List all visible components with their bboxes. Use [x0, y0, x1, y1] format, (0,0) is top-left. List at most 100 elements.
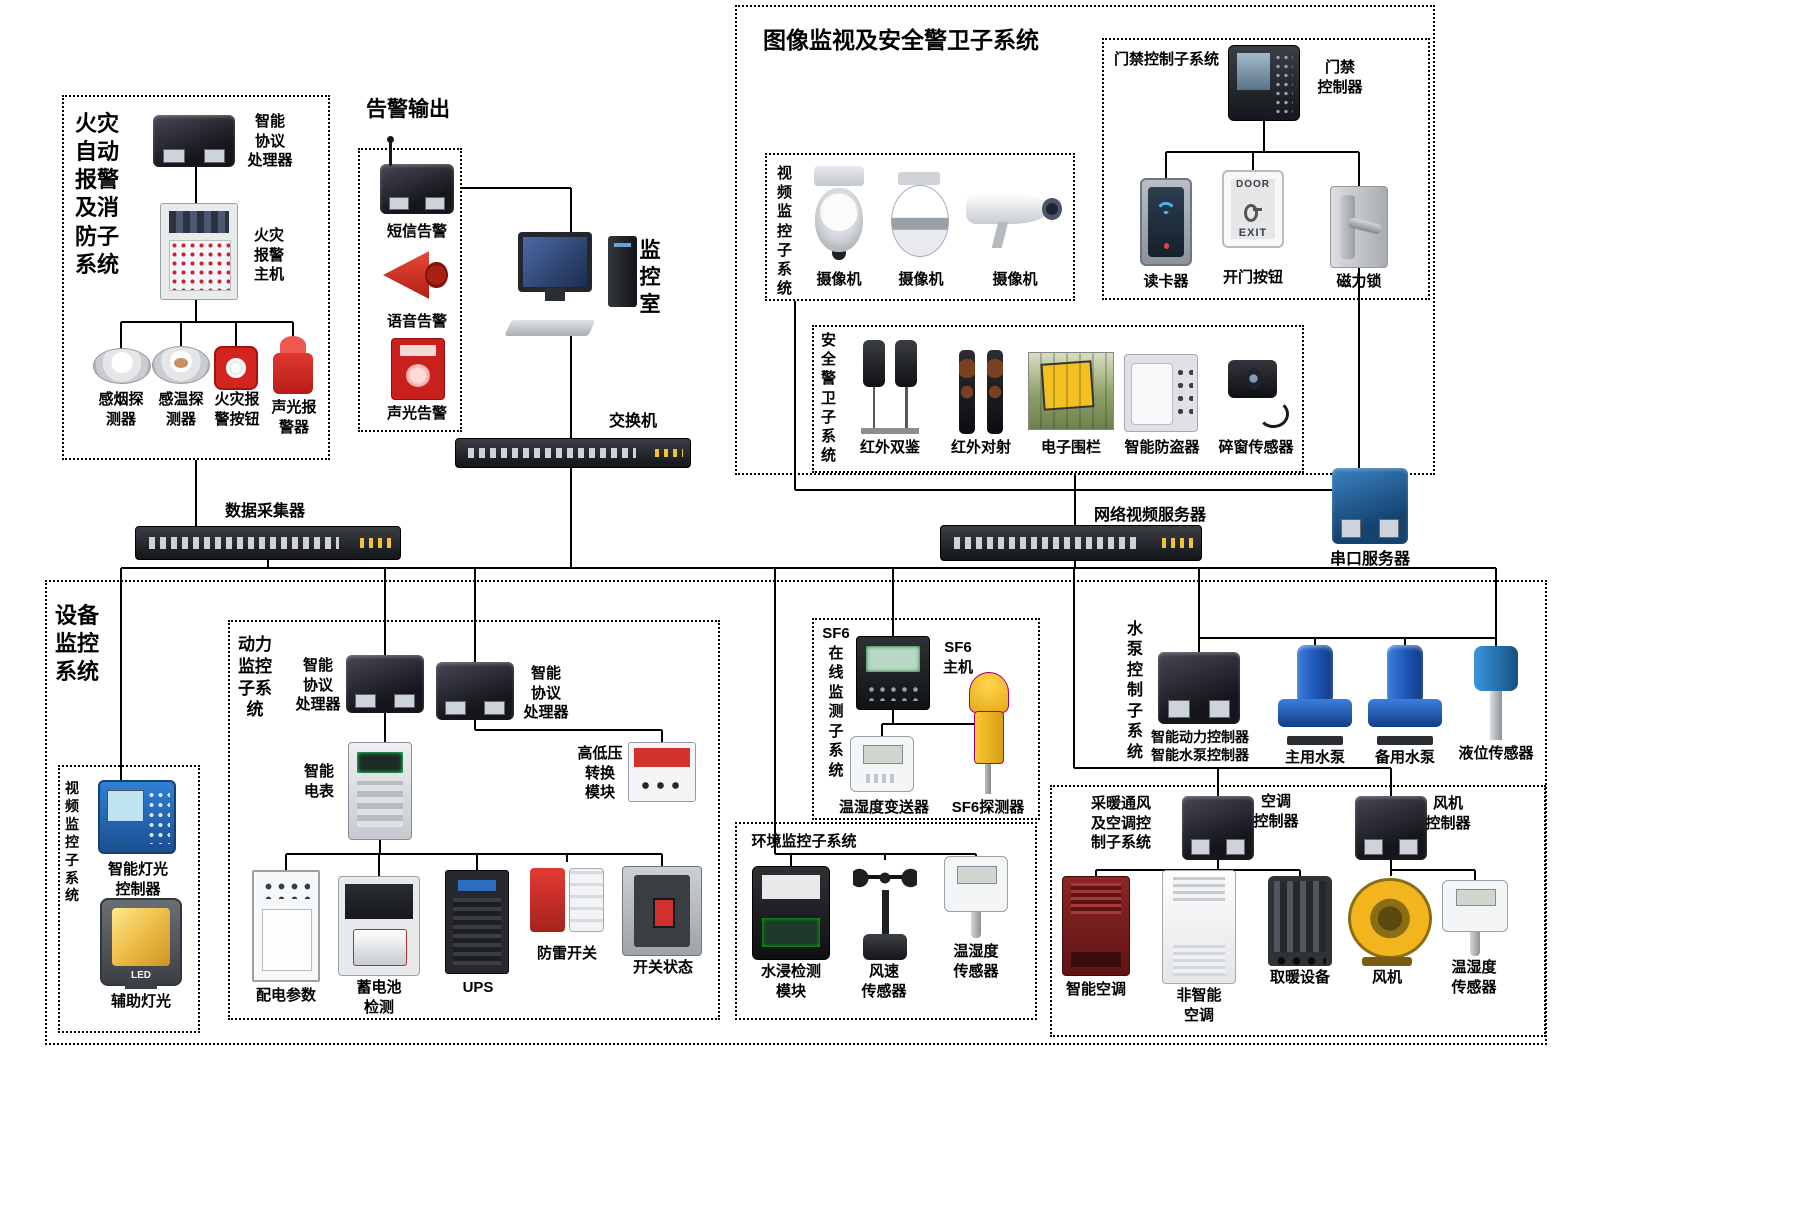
security-guard-box: [812, 325, 1304, 473]
heat-detector-label: 感温探 测器: [158, 391, 204, 428]
sms-alarm-device: [380, 136, 454, 214]
level-sensor-label: 液位传感器: [1458, 745, 1534, 762]
env-subsystem-title: 环境监控子系统: [751, 833, 857, 850]
hvac-subsystem-title: 采暖通风 及空调控 制子系统: [1090, 795, 1151, 851]
detector-base: [861, 428, 919, 434]
main-pump-label: 主用水泵: [1284, 749, 1345, 766]
switch-device: [455, 438, 691, 468]
power-protocol-processor1-label: 智能 协议 处理器: [295, 657, 341, 713]
fire-alarm-host-label: 火灾 报警 主机: [253, 227, 284, 283]
pump-base: [1286, 736, 1344, 745]
hv-lv-module-label: 高低压 转换 模块: [577, 745, 623, 801]
alarm-output-title: 告警输出: [366, 98, 450, 121]
beam-unit-icon: [958, 350, 975, 434]
fan-device: [1342, 876, 1432, 966]
water-leak-label: 水浸检测 模块: [760, 963, 821, 1000]
surveillance-title: 图像监视及安全警卫子系统: [763, 27, 1039, 53]
voice-alarm-label: 语音告警: [386, 313, 447, 330]
ir-beam-label: 红外对射: [950, 439, 1011, 456]
tower-icon: [607, 236, 637, 307]
fire-alarm-button-label: 火灾报 警按钮: [214, 391, 260, 428]
ptz-camera-device: [806, 166, 872, 266]
surge-protector-device: [528, 862, 606, 938]
plain-ac-label: 非智能 空调: [1176, 987, 1222, 1024]
sf6-host-device: [856, 636, 930, 710]
access-controller-label: 门禁 控制器: [1317, 59, 1363, 96]
distribution-params-label: 配电参数: [255, 987, 316, 1004]
control-room-computer: [504, 232, 637, 336]
heater-device: [1268, 876, 1332, 966]
probe-icon: [984, 762, 992, 794]
hvac-th-sensor-label: 温湿度 传感器: [1451, 959, 1497, 996]
magnetic-lock-device: [1330, 186, 1388, 268]
battery-test-label: 蓄电池 检测: [356, 979, 402, 1016]
smart-meter-device: [348, 742, 412, 840]
plain-ac-device: [1162, 870, 1236, 984]
fire-alarm-button-device: [214, 346, 258, 390]
anemometer-cups-icon: [852, 864, 918, 892]
nvr-label: 网络视频服务器: [1094, 507, 1207, 524]
camera3-label: 摄像机: [992, 271, 1038, 288]
data-collector-label: 数据采集器: [224, 503, 305, 520]
sf6-detector-device: [956, 672, 1020, 794]
electric-fence-device: [1028, 352, 1114, 430]
electric-fence-label: 电子围栏: [1040, 439, 1101, 456]
eq-video-box: [58, 765, 200, 1033]
hv-lv-module-device: [628, 742, 696, 802]
control-room-label: 监控室: [639, 239, 661, 316]
pump-base: [1376, 736, 1434, 745]
pump-controller-device: [1158, 652, 1240, 724]
distribution-cabinet-device: [252, 870, 320, 982]
video-subsystem-title: 视频监控子系统: [776, 165, 792, 298]
light-controller-label: 智能灯光 控制器: [107, 861, 168, 898]
equipment-monitoring-box: [45, 580, 1547, 1045]
led-floodlight-device: LED: [100, 898, 182, 990]
fire-sound-light-label: 声光报 警器: [271, 399, 317, 436]
fire-protocol-processor-label: 智能 协议 处理器: [247, 113, 293, 169]
breaker-status-device: [622, 866, 702, 956]
window-break-sensor-device: [1218, 354, 1292, 430]
antenna-icon: [386, 136, 394, 166]
fire-protocol-processor-device: [153, 115, 235, 167]
video-surveillance-box: [765, 153, 1075, 301]
power-monitoring-box: [228, 620, 720, 1020]
keyboard-icon: [504, 320, 596, 336]
water-leak-module-device: [752, 866, 830, 960]
th-transmitter-label: 温湿度变送器: [838, 799, 929, 816]
wind-sensor-device: [850, 860, 920, 960]
th-transmitter-device: [850, 736, 914, 792]
door-button-device: DOOR EXIT: [1222, 170, 1284, 248]
smart-meter-label: 智能 电表: [303, 763, 334, 800]
access-subsystem-title: 门禁控制子系统: [1114, 51, 1220, 68]
camera2-label: 摄像机: [898, 271, 944, 288]
pump-controller-label1: 智能动力控制器: [1151, 729, 1249, 745]
nvr-device: [940, 525, 1202, 561]
door-button-label: 开门按钮: [1222, 269, 1283, 286]
security-subsystem-title: 安全警卫子系统: [820, 332, 836, 465]
sf6-subsystem-title: SF6 在 线 监 测 子 系 统: [822, 625, 850, 779]
battery-tester-device: [338, 876, 420, 976]
camera1-label: 摄像机: [816, 271, 862, 288]
fire-alarm-host-device: [160, 203, 238, 300]
exit-text: EXIT: [1238, 227, 1268, 240]
env-th-sensor-device: [944, 856, 1008, 938]
anti-theft-label: 智能防盗器: [1124, 439, 1200, 456]
pump-controller-label2: 智能水泵控制器: [1151, 747, 1249, 763]
probe-icon: [970, 911, 982, 938]
wifi-icon: [1155, 201, 1177, 231]
sensor-body: [1442, 880, 1508, 932]
light-controller-device: [98, 780, 176, 854]
anti-theft-device: [1124, 354, 1198, 432]
smart-ac-label: 智能空调: [1065, 981, 1126, 998]
serial-server-device: [1332, 468, 1408, 544]
ups-label: UPS: [462, 979, 494, 996]
hvac-th-sensor-device: [1442, 880, 1508, 956]
power-subsystem-title: 动力监控子系统: [238, 635, 272, 720]
pump-subsystem-title: 水泵控制子系统: [1126, 621, 1143, 761]
access-controller-device: [1228, 45, 1300, 121]
backup-pump-device: [1368, 645, 1442, 745]
power-protocol-processor2-device: [436, 662, 514, 720]
reader-led-icon: [1164, 243, 1169, 249]
smoke-detector-device: [93, 348, 151, 384]
hvac-control-box: [1050, 785, 1546, 1037]
